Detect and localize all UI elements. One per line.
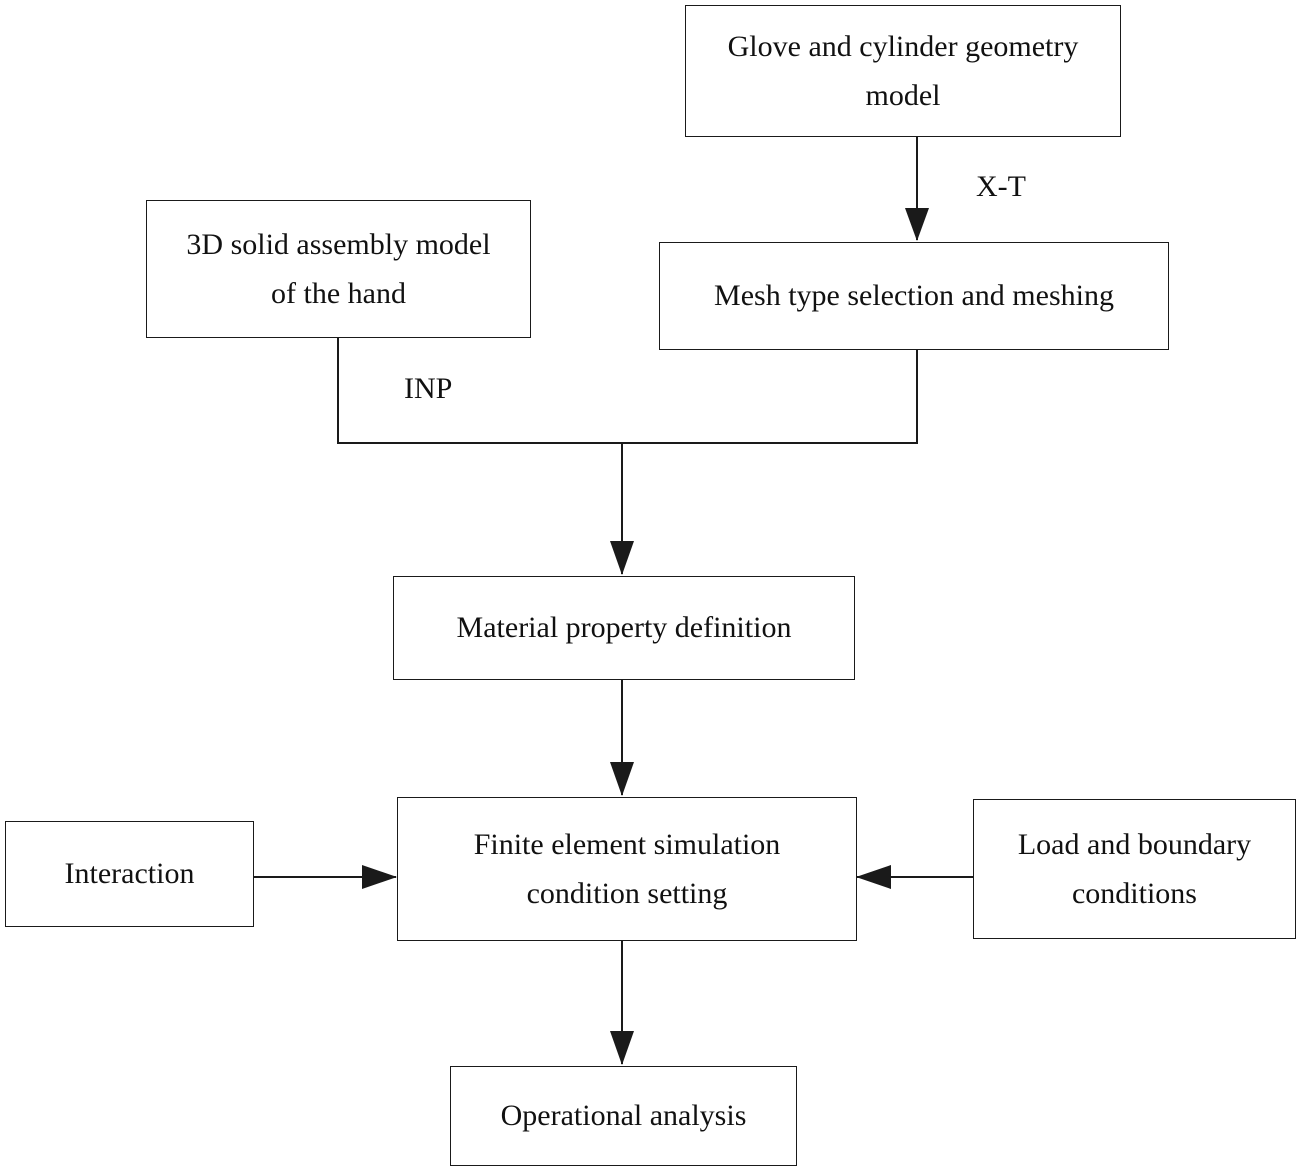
interaction-box: Interaction <box>5 821 254 927</box>
arrowhead-merge-to-material <box>610 541 634 575</box>
interaction-label: Interaction <box>64 857 195 891</box>
arrowhead-material-to-fe <box>610 762 634 796</box>
load-boundary-box: Load and boundary conditions <box>973 799 1296 939</box>
fe-simulation-setting-box: Finite element simulation condition sett… <box>397 797 857 941</box>
mesh-selection-box: Mesh type selection and meshing <box>659 242 1169 350</box>
fe-setting-line1: Finite element simulation <box>473 827 781 861</box>
hand-model-line1: 3D solid assembly model <box>186 227 491 261</box>
xt-label: X-T <box>976 170 1026 203</box>
fe-setting-line2: condition setting <box>526 877 728 910</box>
material-label: Material property definition <box>456 611 792 645</box>
arrowhead-load-to-fe <box>856 865 891 889</box>
load-line1: Load and boundary <box>1017 827 1252 861</box>
load-line2: conditions <box>1071 877 1197 910</box>
glove-cylinder-model-box: Glove and cylinder geometry model <box>685 5 1121 137</box>
arrowhead-fe-to-analysis <box>610 1031 634 1065</box>
analysis-label: Operational analysis <box>500 1099 747 1133</box>
material-property-box: Material property definition <box>393 576 855 680</box>
inp-label: INP <box>404 372 453 405</box>
glove-model-line1: Glove and cylinder geometry <box>727 29 1079 63</box>
glove-model-line2: model <box>865 79 941 112</box>
arrowhead-glove-to-mesh <box>905 208 929 241</box>
mesh-label: Mesh type selection and meshing <box>714 279 1114 313</box>
hand-model-line2: of the hand <box>271 277 406 310</box>
operational-analysis-box: Operational analysis <box>450 1066 797 1166</box>
merge-connector <box>337 337 918 444</box>
hand-assembly-model-box: 3D solid assembly model of the hand <box>146 200 531 338</box>
arrowhead-interaction-to-fe <box>362 865 397 889</box>
